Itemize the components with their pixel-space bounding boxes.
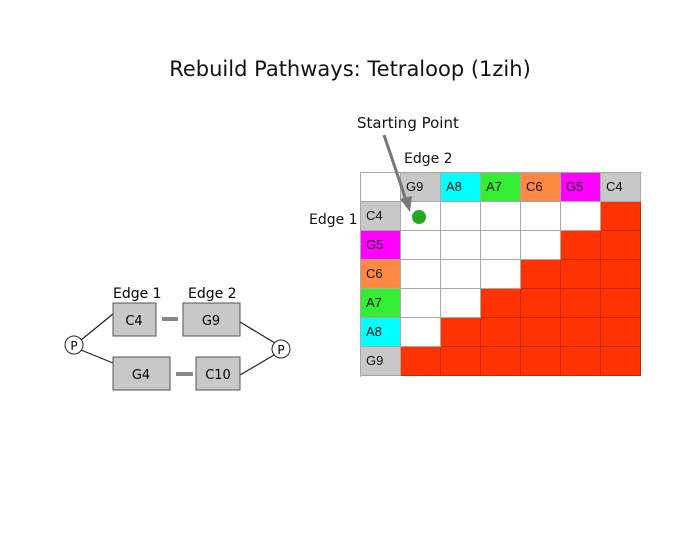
- phosphate-left: P: [64, 335, 84, 355]
- nucleotide-c4: C4: [112, 302, 157, 337]
- matrix-cell-filled: [481, 318, 521, 347]
- matrix-cell-empty: [441, 231, 481, 260]
- start-marker-dot: [412, 210, 426, 224]
- matrix-cell-filled: [561, 231, 601, 260]
- row-header: A7: [361, 289, 401, 318]
- pair-bond-top: [162, 317, 178, 321]
- matrix-cell-empty: [521, 202, 561, 231]
- matrix-edge1-label: Edge 1: [309, 212, 358, 228]
- matrix-cell-empty: [561, 202, 601, 231]
- nucleotide-g9: G9: [182, 302, 241, 337]
- slide-title: Rebuild Pathways: Tetraloop (1zih): [169, 57, 531, 81]
- starting-point-label: Starting Point: [357, 114, 459, 132]
- phosphate-right: P: [271, 339, 291, 359]
- matrix-cell-empty: [441, 202, 481, 231]
- matrix-cell-filled: [401, 347, 441, 376]
- svg-text:C4: C4: [125, 314, 142, 329]
- matrix-cell-empty: [521, 231, 561, 260]
- matrix-cell-empty: [481, 202, 521, 231]
- matrix-cell-filled: [561, 289, 601, 318]
- matrix-cell-filled: [601, 318, 641, 347]
- matrix-cell-filled: [601, 231, 641, 260]
- svg-text:P: P: [70, 339, 77, 353]
- svg-text:C10: C10: [205, 368, 231, 383]
- svg-text:G9: G9: [202, 314, 220, 329]
- matrix-cell-filled: [561, 318, 601, 347]
- matrix-cell-empty: [441, 260, 481, 289]
- matrix-cell-filled: [601, 202, 641, 231]
- matrix-cell-filled: [601, 289, 641, 318]
- svg-text:P: P: [277, 343, 284, 357]
- diagram-edge1-label: Edge 1: [113, 286, 162, 302]
- matrix-cell-empty: [401, 260, 441, 289]
- matrix-cell-empty: [401, 202, 441, 231]
- matrix-cell-empty: [481, 260, 521, 289]
- matrix-cell-filled: [561, 347, 601, 376]
- nucleotide-c10: C10: [195, 356, 241, 391]
- row-header: A8: [361, 318, 401, 347]
- column-header: C6: [521, 173, 561, 202]
- matrix-cell-filled: [521, 289, 561, 318]
- matrix-cell-empty: [401, 231, 441, 260]
- matrix-cell-filled: [441, 347, 481, 376]
- matrix-cell-empty: [401, 289, 441, 318]
- column-header: A7: [481, 173, 521, 202]
- row-header: G9: [361, 347, 401, 376]
- diagram-edge2-label: Edge 2: [188, 286, 237, 302]
- matrix-cell-filled: [521, 260, 561, 289]
- matrix-cell-filled: [561, 260, 601, 289]
- matrix-cell-filled: [441, 318, 481, 347]
- matrix-cell-filled: [521, 347, 561, 376]
- matrix-edge2-label: Edge 2: [404, 151, 453, 167]
- column-header: A8: [441, 173, 481, 202]
- row-header: C4: [361, 202, 401, 231]
- row-header: G5: [361, 231, 401, 260]
- column-header: G5: [561, 173, 601, 202]
- matrix-cell-filled: [481, 289, 521, 318]
- matrix-cell-filled: [481, 347, 521, 376]
- pair-bond-bottom: [176, 372, 193, 376]
- matrix-cell-empty: [401, 318, 441, 347]
- matrix-cell-empty: [441, 289, 481, 318]
- matrix-cell-filled: [601, 347, 641, 376]
- matrix-cell-filled: [521, 318, 561, 347]
- row-header: C6: [361, 260, 401, 289]
- matrix-cell-empty: [481, 231, 521, 260]
- column-header: C4: [601, 173, 641, 202]
- matrix-cell-filled: [601, 260, 641, 289]
- svg-text:G4: G4: [132, 368, 150, 383]
- nucleotide-g4: G4: [112, 356, 171, 391]
